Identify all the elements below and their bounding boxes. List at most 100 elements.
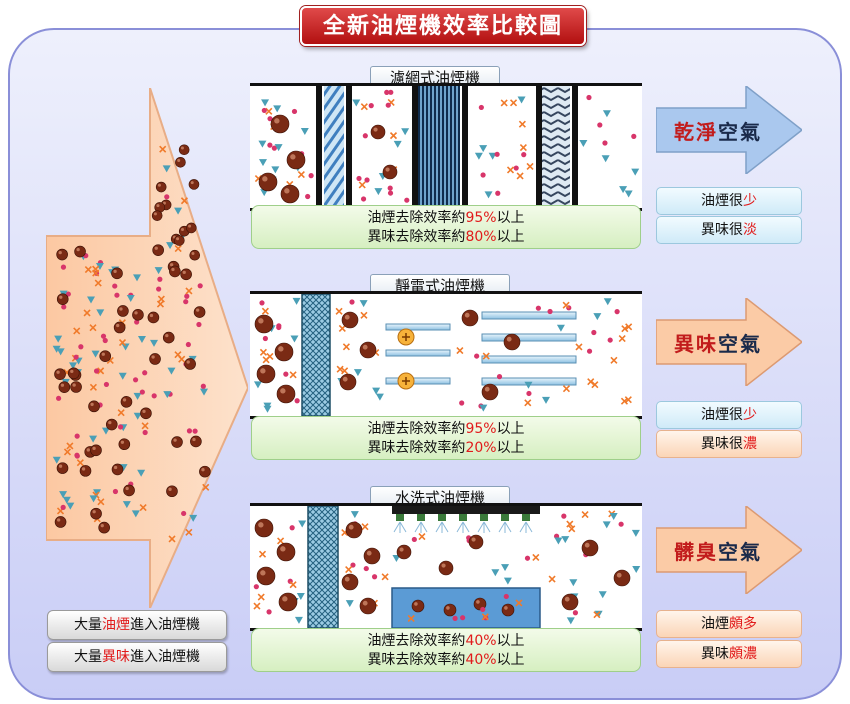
water-spray bbox=[519, 521, 533, 533]
oil-droplet bbox=[140, 407, 152, 420]
droplet-highlight bbox=[72, 383, 76, 387]
waterwash-type-efficiency: 油煙去除效率約40%以上 異味去除效率約40%以上 bbox=[251, 628, 641, 672]
odor-triangle bbox=[273, 105, 282, 113]
odor-triangle bbox=[350, 511, 359, 519]
droplet-highlight bbox=[92, 446, 96, 451]
odor-dot bbox=[591, 329, 597, 336]
odor-cross bbox=[506, 166, 515, 174]
filter-smoke-result-highlight: 少 bbox=[743, 193, 757, 209]
droplet-highlight bbox=[274, 118, 280, 124]
odor-triangle bbox=[154, 267, 163, 275]
odor-cross bbox=[360, 311, 368, 319]
odor-dot bbox=[196, 321, 202, 328]
odor-dot bbox=[142, 370, 148, 376]
droplet-highlight bbox=[260, 570, 266, 576]
droplet-highlight bbox=[176, 237, 180, 241]
odor-cross bbox=[624, 396, 632, 404]
oil-droplet bbox=[105, 418, 118, 431]
water-spray bbox=[477, 521, 491, 533]
oil-droplet bbox=[186, 222, 197, 234]
odor-dot bbox=[291, 108, 298, 115]
collector-plate bbox=[481, 333, 577, 342]
odor-dot bbox=[368, 102, 374, 109]
oil-droplet bbox=[438, 560, 454, 576]
odor-cross bbox=[618, 334, 626, 343]
odor-cross bbox=[89, 324, 97, 332]
odor-cross bbox=[117, 409, 125, 417]
droplet-highlight bbox=[504, 606, 508, 610]
water-spray bbox=[393, 521, 407, 533]
odor-cross bbox=[509, 99, 518, 107]
odor-dot bbox=[157, 276, 163, 282]
oil-droplet bbox=[382, 164, 398, 180]
oil-droplet bbox=[67, 367, 80, 380]
odor-dot bbox=[60, 264, 67, 270]
odor-triangle bbox=[569, 579, 578, 587]
odor-dot bbox=[156, 286, 162, 292]
oil-droplet bbox=[461, 309, 479, 327]
input-smoke-highlight: 油煙 bbox=[102, 617, 130, 633]
waterwash-odor-result-text: 異味 bbox=[701, 646, 729, 662]
odor-triangle bbox=[163, 391, 172, 399]
odor-triangle bbox=[624, 190, 633, 198]
oil-droplet bbox=[193, 306, 206, 318]
odor-triangle bbox=[294, 616, 303, 624]
odor-triangle bbox=[52, 456, 61, 464]
droplet-highlight bbox=[258, 522, 264, 528]
oil-droplet bbox=[256, 364, 276, 384]
oil-droplet bbox=[276, 384, 296, 404]
droplet-highlight bbox=[177, 159, 181, 163]
droplet-highlight bbox=[344, 314, 350, 320]
odor-dot bbox=[362, 133, 368, 139]
droplet-highlight bbox=[280, 546, 286, 552]
odor-cross bbox=[519, 143, 527, 152]
odor-cross bbox=[341, 367, 349, 375]
odor-triangle bbox=[298, 520, 307, 528]
oil-droplet bbox=[339, 373, 357, 391]
droplet-highlight bbox=[116, 323, 120, 328]
oil-droplet bbox=[180, 268, 192, 281]
odor-dot bbox=[371, 574, 378, 580]
electrostatic-result-arrow bbox=[656, 298, 802, 386]
odor-cross bbox=[361, 523, 369, 531]
droplet-highlight bbox=[484, 386, 490, 392]
odor-dot bbox=[597, 122, 603, 128]
oil-droplet bbox=[188, 179, 200, 190]
filter-result-highlight: 乾淨 bbox=[674, 120, 718, 144]
odor-dot bbox=[387, 190, 394, 196]
droplet-highlight bbox=[282, 596, 288, 602]
droplet-highlight bbox=[113, 465, 118, 470]
water-spray bbox=[435, 521, 449, 533]
odor-cross bbox=[593, 611, 601, 619]
oil-droplet bbox=[90, 507, 102, 520]
filter-smoke-eff-text: 油煙去除效率約 bbox=[367, 210, 466, 226]
odor-dot bbox=[93, 368, 100, 374]
odor-dot bbox=[388, 89, 394, 95]
odor-triangle bbox=[632, 565, 641, 573]
odor-dot bbox=[360, 196, 367, 202]
odor-dot bbox=[102, 337, 108, 344]
odor-triangle bbox=[150, 339, 159, 347]
odor-dot bbox=[480, 606, 486, 613]
droplet-highlight bbox=[58, 250, 62, 255]
oil-droplet bbox=[120, 396, 133, 408]
odor-dot bbox=[547, 308, 553, 315]
droplet-highlight bbox=[342, 376, 348, 382]
oil-droplet bbox=[56, 248, 68, 261]
odor-triangle bbox=[274, 144, 283, 152]
oil-droplet bbox=[74, 245, 86, 258]
droplet-highlight bbox=[180, 227, 184, 231]
odor-triangle bbox=[137, 469, 146, 477]
odor-cross bbox=[418, 533, 426, 541]
spray-nozzle bbox=[480, 514, 488, 521]
electrostatic-result-text: 異味空氣 bbox=[664, 328, 810, 357]
droplet-highlight bbox=[108, 420, 112, 425]
odor-triangle bbox=[561, 536, 570, 544]
odor-dot bbox=[276, 324, 282, 331]
droplet-highlight bbox=[441, 563, 446, 568]
filter-odor-eff-text: 異味去除效率約 bbox=[367, 229, 466, 245]
odor-triangle bbox=[258, 140, 267, 148]
odor-dot bbox=[60, 504, 66, 510]
droplet-highlight bbox=[173, 438, 177, 442]
droplet-highlight bbox=[153, 212, 157, 216]
